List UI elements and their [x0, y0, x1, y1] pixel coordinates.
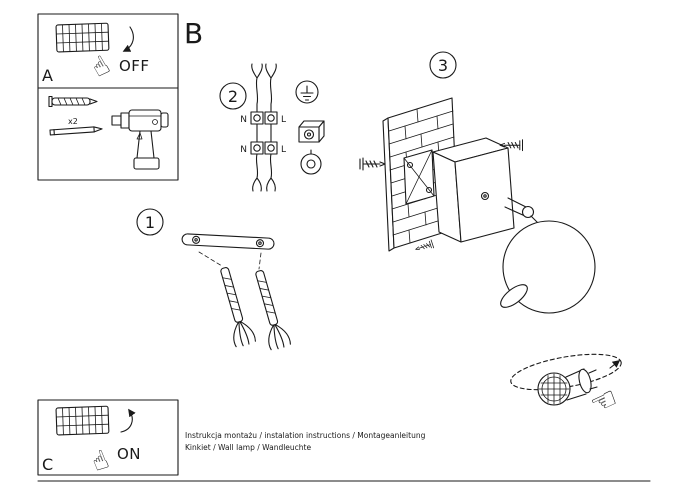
mounting-bracket-icon [181, 233, 275, 250]
wire-label-n-bottom: N [240, 145, 247, 155]
drill-icon [111, 109, 169, 170]
lamp-arm-icon [504, 197, 540, 225]
alignment-dashes [198, 251, 262, 270]
anchor-count-label: x2 [68, 117, 78, 126]
wire-label-l-top: L [281, 115, 286, 125]
panel-a-label: A [42, 66, 53, 85]
light-switch-icon [55, 405, 110, 436]
wire-label-l-bottom: L [281, 145, 286, 155]
wall-plug-icon [213, 264, 257, 349]
step-1-number: 1 [145, 213, 155, 232]
step-2-wiring: 2 N L N L [219, 63, 325, 192]
wall-plug-icon [48, 95, 98, 108]
pencil-icon [49, 126, 103, 136]
earth-symbol-icon [295, 80, 319, 104]
step-1-anchoring: 1 [136, 208, 292, 352]
lamp-shade-icon [500, 220, 596, 314]
step-1-badge [136, 208, 164, 236]
footer-product-line: Kinkiet / Wall lamp / Wandleuchte [185, 443, 311, 452]
gu10-bulb-icon [537, 368, 598, 406]
panel-c-border [37, 399, 179, 476]
hand-icon: ☝ [87, 445, 113, 479]
press-arrow-icon [122, 26, 134, 52]
hand-icon: ☝ [87, 50, 116, 84]
press-arrow-icon [120, 408, 136, 433]
switch-state-off: OFF [119, 57, 150, 75]
step-2-badge [219, 82, 247, 110]
light-switch-icon [55, 22, 110, 53]
switch-state-on: ON [117, 445, 141, 463]
screw-icon [359, 157, 386, 171]
step-2-number: 2 [228, 87, 238, 106]
wire-label-n-top: N [240, 115, 247, 125]
footer: Instrukcja montażu / instalation instruc… [37, 431, 651, 482]
screw-icon [414, 239, 435, 254]
step-3-number: 3 [438, 56, 448, 75]
tools-panel: x2 [37, 87, 179, 181]
rotate-arrow-icon [609, 360, 621, 369]
panel-a: ☝ OFF A [37, 13, 179, 89]
panel-c: ON ☝ C [37, 399, 179, 479]
step-3-badge [429, 51, 457, 79]
terminal-block-icon [250, 111, 278, 155]
section-b-label: B [184, 17, 203, 50]
tools-panel-border [37, 87, 179, 181]
bulb-insertion: ☜ [510, 353, 624, 423]
lamp-canopy-icon [432, 137, 515, 243]
wall-bracket-icon [403, 149, 435, 205]
connector-housing-icon [298, 120, 325, 175]
panel-c-label: C [42, 455, 53, 474]
step-3-mounting: 3 [359, 51, 596, 314]
mains-wires-icon [251, 63, 277, 192]
footer-instructions-line: Instrukcja montażu / instalation instruc… [185, 431, 426, 440]
